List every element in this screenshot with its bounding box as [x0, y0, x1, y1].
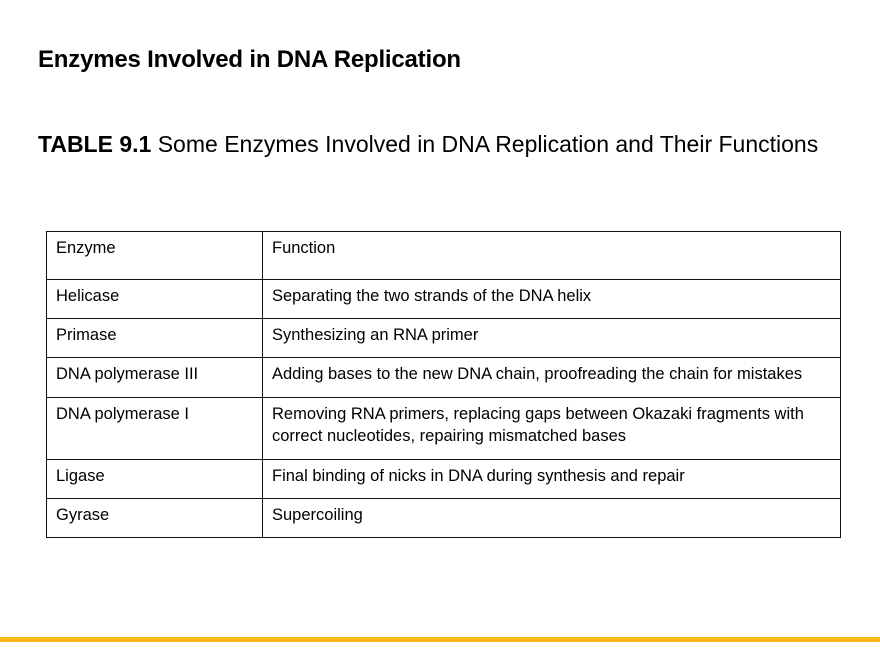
table-row: Primase Synthesizing an RNA primer — [46, 318, 841, 359]
table-row: Ligase Final binding of nicks in DNA dur… — [46, 458, 841, 499]
cell-function: Separating the two strands of the DNA he… — [262, 279, 841, 320]
cell-enzyme: Primase — [46, 318, 263, 359]
table-header-row: Enzyme Function — [46, 230, 841, 281]
table-body: Helicase Separating the two strands of t… — [46, 279, 841, 538]
cell-function: Adding bases to the new DNA chain, proof… — [262, 357, 841, 399]
table-caption-label: TABLE 9.1 — [38, 131, 152, 157]
cell-function: Synthesizing an RNA primer — [262, 318, 841, 359]
enzymes-table-container: Enzyme Function Helicase Separating the … — [46, 230, 841, 538]
cell-enzyme: Helicase — [46, 279, 263, 320]
cell-enzyme: Ligase — [46, 458, 263, 499]
table-row: Helicase Separating the two strands of t… — [46, 279, 841, 320]
column-header-function: Function — [262, 230, 841, 281]
table-row: Gyrase Supercoiling — [46, 497, 841, 538]
enzymes-table: Enzyme Function Helicase Separating the … — [46, 230, 841, 538]
table-header: Enzyme Function — [46, 230, 841, 281]
cell-function: Removing RNA primers, replacing gaps bet… — [262, 397, 841, 460]
page-title: Enzymes Involved in DNA Replication — [38, 46, 461, 73]
table-caption: TABLE 9.1 Some Enzymes Involved in DNA R… — [38, 128, 838, 161]
cell-enzyme: DNA polymerase III — [46, 357, 263, 399]
cell-function: Final binding of nicks in DNA during syn… — [262, 458, 841, 499]
cell-function: Supercoiling — [262, 497, 841, 538]
table-row: DNA polymerase III Adding bases to the n… — [46, 357, 841, 399]
column-header-enzyme: Enzyme — [46, 230, 263, 281]
cell-enzyme: Gyrase — [46, 497, 263, 538]
table-caption-text: Some Enzymes Involved in DNA Replication… — [151, 131, 819, 157]
bottom-accent-bar — [0, 637, 880, 642]
table-row: DNA polymerase I Removing RNA primers, r… — [46, 397, 841, 460]
cell-enzyme: DNA polymerase I — [46, 397, 263, 460]
